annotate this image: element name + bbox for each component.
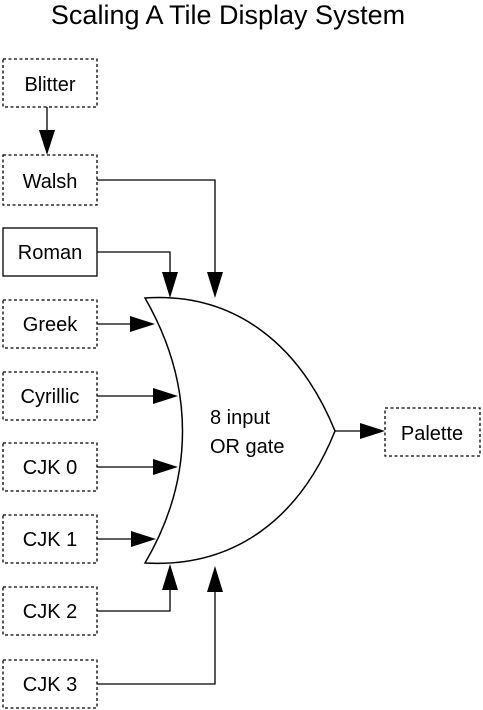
cyrillic-to-gate-connector xyxy=(97,388,178,404)
cjk2-to-gate-connector xyxy=(97,564,178,612)
walsh-label: Walsh xyxy=(23,171,78,193)
or-gate-label-line2: OR gate xyxy=(210,436,284,458)
cjk0-node: CJK 0 xyxy=(2,442,98,492)
arrowhead xyxy=(162,272,178,298)
roman-label: Roman xyxy=(18,242,82,264)
roman-node: Roman xyxy=(2,227,98,277)
greek-label: Greek xyxy=(23,314,78,336)
walsh-node: Walsh xyxy=(2,154,98,206)
blitter-to-walsh-connector xyxy=(39,107,55,155)
greek-node: Greek xyxy=(2,299,98,349)
cjk3-node: CJK 3 xyxy=(2,659,98,709)
blitter-label: Blitter xyxy=(24,74,75,96)
arrowhead xyxy=(207,272,223,298)
cjk3-label: CJK 3 xyxy=(23,674,77,696)
walsh-to-gate-connector xyxy=(97,179,223,298)
cjk1-to-gate-connector xyxy=(97,531,156,547)
arrowhead xyxy=(130,316,155,332)
arrowhead xyxy=(153,459,178,475)
roman-to-gate-connector xyxy=(97,251,178,298)
cjk1-node: CJK 1 xyxy=(2,514,98,564)
arrowhead xyxy=(360,423,385,439)
cyrillic-label: Cyrillic xyxy=(21,386,80,408)
blitter-node: Blitter xyxy=(2,58,98,108)
gate-to-palette-connector xyxy=(335,423,385,439)
diagram-title: Scaling A Tile Display System xyxy=(51,0,405,30)
arrowhead xyxy=(153,388,178,404)
cjk0-to-gate-connector xyxy=(97,459,178,475)
cjk2-node: CJK 2 xyxy=(2,586,98,636)
arrowhead xyxy=(207,566,223,592)
greek-to-gate-connector xyxy=(97,316,155,332)
cjk0-label: CJK 0 xyxy=(23,457,77,479)
arrowhead xyxy=(39,130,55,155)
or-gate: 8 input OR gate xyxy=(143,296,336,565)
arrowhead xyxy=(131,531,156,547)
palette-node: Palette xyxy=(384,407,481,457)
cjk3-to-gate-connector xyxy=(97,566,223,685)
cjk2-label: CJK 2 xyxy=(23,601,77,623)
or-gate-label-line1: 8 input xyxy=(210,407,270,429)
arrowhead xyxy=(162,564,178,590)
cyrillic-node: Cyrillic xyxy=(2,371,98,421)
cjk1-label: CJK 1 xyxy=(23,529,77,551)
palette-label: Palette xyxy=(401,423,463,445)
